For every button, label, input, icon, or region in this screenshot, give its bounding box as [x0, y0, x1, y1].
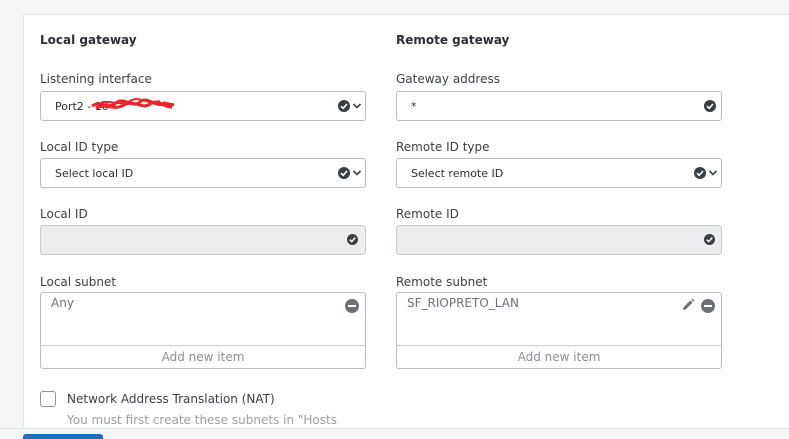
divider — [0, 428, 789, 429]
remote-gateway-title: Remote gateway — [396, 33, 510, 47]
listening-interface-select[interactable]: Port2 - 10 — [40, 91, 366, 121]
nat-checkbox[interactable] — [40, 391, 56, 407]
redaction-scribble-icon — [91, 98, 175, 110]
valid-check-icon — [338, 167, 350, 179]
local-id-input — [40, 225, 366, 255]
gateway-address-label: Gateway address — [396, 72, 500, 86]
add-new-item-label: Add new item — [517, 350, 601, 364]
local-id-type-label: Local ID type — [40, 140, 119, 154]
remote-id-type-label: Remote ID type — [396, 140, 490, 154]
gateway-settings-panel: Local gateway Listening interface Port2 … — [23, 14, 789, 427]
add-new-item-button[interactable]: Add new item — [41, 345, 365, 368]
remove-item-icon[interactable] — [701, 299, 715, 313]
add-new-item-button[interactable]: Add new item — [397, 345, 721, 368]
remote-id-type-select[interactable]: Select remote ID — [396, 158, 722, 188]
local-gateway-title: Local gateway — [40, 33, 137, 47]
remote-subnet-list: SF_RIOPRETO_LAN Add new item — [396, 292, 722, 369]
remote-id-type-value: Select remote ID — [411, 167, 504, 180]
pencil-icon[interactable] — [681, 298, 695, 312]
nat-label: Network Address Translation (NAT) — [67, 392, 275, 406]
top-strip — [0, 0, 789, 14]
list-item: Any — [51, 296, 74, 310]
nat-hint: You must first create these subnets in "… — [67, 413, 337, 427]
chevron-down-icon[interactable] — [352, 100, 362, 112]
valid-check-icon — [694, 167, 706, 179]
gateway-address-value: * — [411, 100, 417, 113]
local-subnet-list: Any Add new item — [40, 292, 366, 369]
local-id-label: Local ID — [40, 207, 88, 221]
valid-check-icon — [704, 234, 715, 245]
chevron-down-icon[interactable] — [352, 167, 362, 179]
local-id-type-select[interactable]: Select local ID — [40, 158, 366, 188]
add-new-item-label: Add new item — [161, 350, 245, 364]
remote-subnet-label: Remote subnet — [396, 275, 488, 289]
primary-action-button[interactable] — [23, 434, 103, 439]
gateway-address-input[interactable]: * — [396, 91, 722, 121]
remote-id-label: Remote ID — [396, 207, 459, 221]
listening-interface-label: Listening interface — [40, 72, 152, 86]
chevron-down-icon[interactable] — [708, 167, 718, 179]
valid-check-icon — [338, 100, 350, 112]
list-item: SF_RIOPRETO_LAN — [407, 296, 519, 310]
remove-item-icon[interactable] — [345, 299, 359, 313]
remote-id-input — [396, 225, 722, 255]
valid-check-icon — [704, 100, 716, 112]
local-id-type-value: Select local ID — [55, 167, 134, 180]
valid-check-icon — [347, 234, 358, 245]
local-subnet-label: Local subnet — [40, 275, 117, 289]
